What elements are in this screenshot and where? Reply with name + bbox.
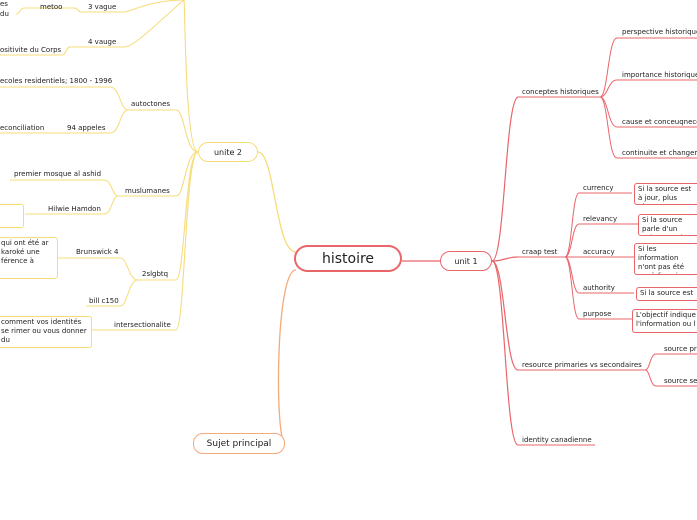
relevancy-note[interactable]: Si la source parle d'un sujet compl bbox=[638, 214, 697, 236]
unit1-label: unit 1 bbox=[454, 256, 478, 266]
concept-item[interactable]: cause et conceuqnece bbox=[622, 118, 697, 126]
central-topic-label: histoire bbox=[321, 250, 375, 267]
reconciliation-label[interactable]: econciliation bbox=[0, 124, 45, 132]
authority-note[interactable]: Si la source est c bbox=[636, 287, 697, 301]
accuracy-note[interactable]: Si les information n'ont pas été ma à fa… bbox=[634, 243, 697, 275]
resource-item[interactable]: source se bbox=[664, 377, 697, 385]
craap-relevancy-label[interactable]: relevancy bbox=[583, 215, 618, 223]
vague3-label[interactable]: 3 vague bbox=[88, 3, 117, 11]
appeles-label[interactable]: 94 appeles bbox=[67, 124, 106, 132]
brunswick-label[interactable]: Brunswick 4 bbox=[76, 248, 119, 256]
corps-label[interactable]: ositivite du Corps bbox=[0, 46, 62, 54]
concept-item[interactable]: importance historique bbox=[622, 71, 697, 79]
ecoles-label[interactable]: ecoles residentiels; 1800 - 1996 bbox=[0, 77, 113, 85]
concepts-historiques-label[interactable]: conceptes historiques bbox=[522, 88, 599, 96]
central-topic[interactable]: histoire bbox=[294, 245, 402, 272]
intersectionalite-note[interactable]: comment vos identités se rimer ou vous d… bbox=[0, 316, 92, 348]
craap-purpose-label[interactable]: purpose bbox=[583, 310, 612, 318]
bill-label[interactable]: bill c150 bbox=[89, 297, 119, 305]
currency-note[interactable]: Si la source est à jour, plus récentes. bbox=[634, 183, 697, 205]
concept-item[interactable]: continuite et changement bbox=[622, 149, 697, 157]
concept-item[interactable]: perspective historique bbox=[622, 28, 697, 36]
unite2-label: unite 2 bbox=[213, 147, 243, 157]
identity-canadienne-label[interactable]: identity canadienne bbox=[522, 436, 592, 444]
metoo-label[interactable]: metoo bbox=[40, 3, 63, 11]
craap-test-label[interactable]: craap test bbox=[522, 248, 558, 256]
purpose-note[interactable]: L'objectif indique l'information ou l bbox=[632, 309, 697, 333]
hilwie-label[interactable]: Hilwie Hamdon bbox=[48, 205, 101, 213]
fragment-text[interactable]: du bbox=[0, 10, 9, 18]
muslumanes-note-box[interactable] bbox=[0, 204, 24, 228]
muslumanes-label[interactable]: muslumanes bbox=[125, 187, 170, 195]
resource-label[interactable]: resource primaries vs secondaires bbox=[522, 361, 642, 369]
lgbtq-note[interactable]: qui ont été ar karoké une férence à bbox=[0, 237, 58, 279]
vague4-label[interactable]: 4 vauge bbox=[88, 38, 117, 46]
resource-item[interactable]: source pr bbox=[664, 345, 697, 353]
lgbtq-label[interactable]: 2slgbtq bbox=[142, 270, 169, 278]
sujet-principal-label: Sujet principal bbox=[206, 438, 272, 449]
autoctones-label[interactable]: autoctones bbox=[131, 100, 171, 108]
intersectionalite-label[interactable]: intersectionalite bbox=[114, 321, 171, 329]
craap-currency-label[interactable]: currency bbox=[583, 184, 614, 192]
unit1-node[interactable]: unit 1 bbox=[440, 251, 492, 271]
fragment-text[interactable]: es bbox=[0, 0, 8, 8]
craap-accuracy-label[interactable]: accuracy bbox=[583, 248, 615, 256]
mosque-label[interactable]: premier mosque al ashid bbox=[14, 170, 102, 178]
unite2-node[interactable]: unite 2 bbox=[198, 142, 258, 162]
craap-authority-label[interactable]: authority bbox=[583, 284, 615, 292]
sujet-principal-node[interactable]: Sujet principal bbox=[193, 433, 285, 454]
